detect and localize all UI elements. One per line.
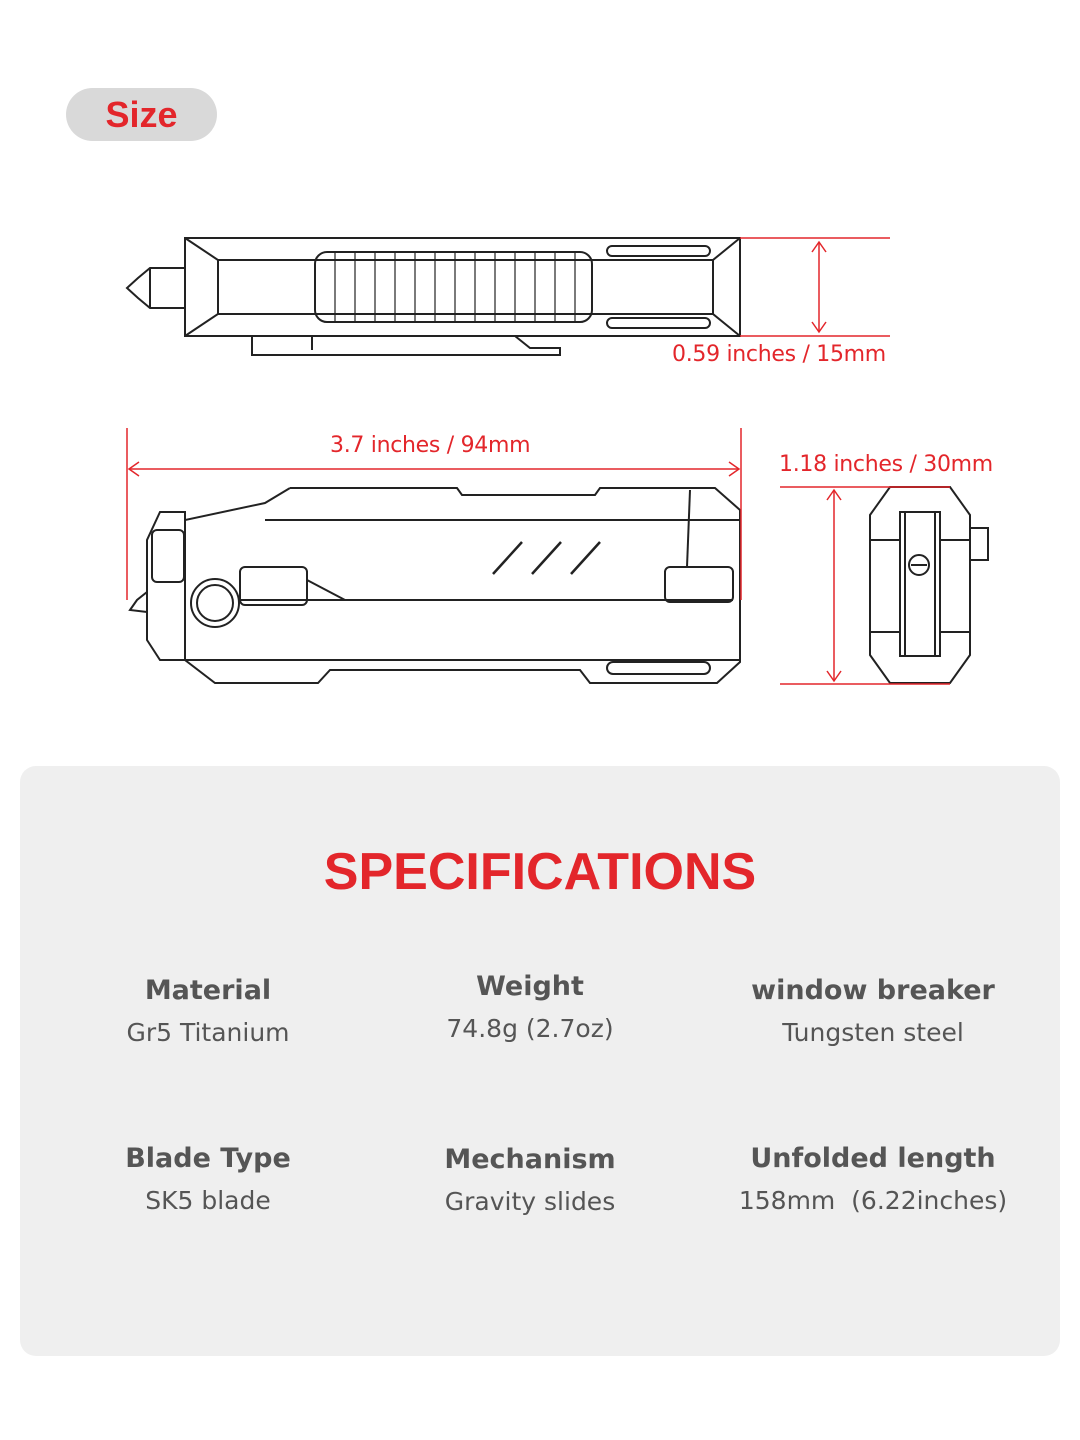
spec-blade-type: Blade Type SK5 blade <box>28 1143 388 1215</box>
spec-label: Unfolded length <box>750 1143 996 1174</box>
width-dimension-label: 1.18 inches / 30mm <box>779 452 993 477</box>
knife-side-view <box>128 487 741 684</box>
knife-dimension-drawings <box>125 237 989 685</box>
spec-label: Mechanism <box>444 1144 616 1175</box>
spec-value: 158mm (6.22inches) <box>738 1186 1008 1215</box>
spec-value: Gravity slides <box>444 1187 616 1216</box>
spec-label: Weight <box>476 971 584 1002</box>
length-dimension-label: 3.7 inches / 94mm <box>330 433 531 458</box>
thickness-dimension-label: 0.59 inches / 15mm <box>672 342 886 367</box>
knife-end-view <box>869 486 989 684</box>
knife-top-view <box>125 237 741 356</box>
spec-label: Material <box>144 975 272 1006</box>
specifications-title: SPECIFICATIONS <box>323 843 757 901</box>
spec-value: SK5 blade <box>145 1186 271 1215</box>
size-badge: Size <box>66 88 217 141</box>
spec-label: window breaker <box>751 975 995 1006</box>
dimension-lines <box>126 237 950 685</box>
spec-weight: Weight 74.8g (2.7oz) <box>350 971 710 1043</box>
specifications-panel <box>20 766 1060 1356</box>
spec-label: Blade Type <box>125 1143 291 1174</box>
spec-window-breaker: window breaker Tungsten steel <box>693 975 1053 1047</box>
spec-value: Tungsten steel <box>782 1018 964 1047</box>
spec-material: Material Gr5 Titanium <box>28 975 388 1047</box>
spec-value: 74.8g (2.7oz) <box>446 1014 614 1043</box>
spec-mechanism: Mechanism Gravity slides <box>350 1144 710 1216</box>
spec-unfolded-length: Unfolded length 158mm (6.22inches) <box>693 1143 1053 1215</box>
spec-value: Gr5 Titanium <box>126 1018 290 1047</box>
